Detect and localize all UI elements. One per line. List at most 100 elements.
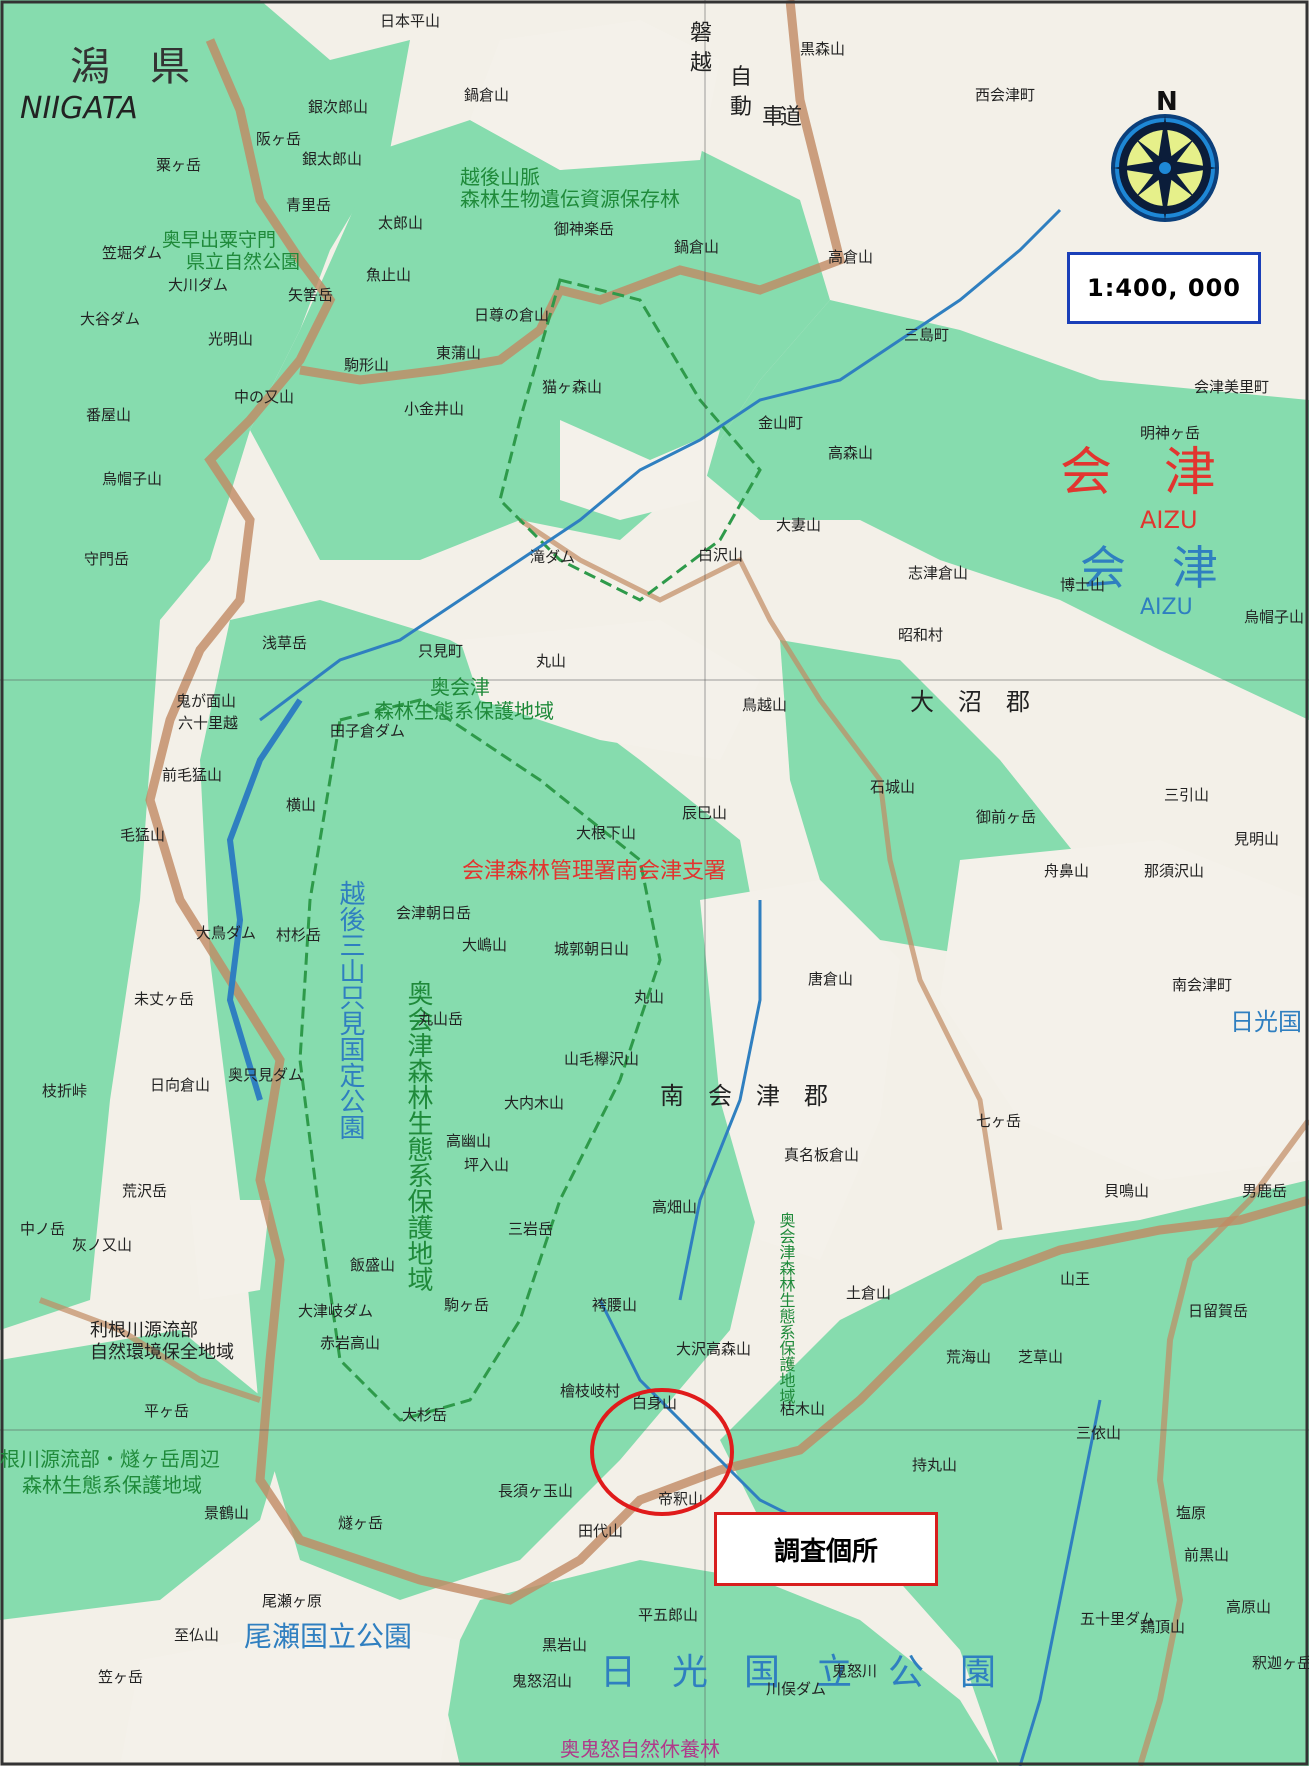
- place-taishaku: 帝釈山: [658, 1490, 703, 1508]
- place-sanin: 三引山: [1164, 786, 1209, 804]
- expressway-label-1: 磐: [690, 21, 712, 46]
- place-nakanodake: 中ノ岳: [20, 1220, 65, 1238]
- place-komyo: 光明山: [208, 330, 253, 348]
- place-tsuchikura: 土倉山: [846, 1284, 891, 1302]
- place-kinugawa: 鬼怒沼山: [512, 1672, 572, 1690]
- place-shirosawa: 白沢山: [698, 546, 743, 564]
- place-hiuchi: 灰ノ又山: [72, 1236, 132, 1254]
- place-ookamui: 大嶋山: [462, 936, 507, 954]
- place-yagura: 矢筈岳: [288, 286, 333, 304]
- vertical-labels: 越後三山只見国定公園 奥会津森林生態系保護地域 奥会津森林生態系保護地域: [335, 880, 796, 1404]
- place-hinoe: 檜枝岐村: [560, 1382, 620, 1400]
- place-hashinabe: 鍋倉山: [464, 86, 509, 104]
- place-hinatakura: 日向倉山: [150, 1076, 210, 1094]
- tone-eco-label-2: 森林生態系保護地域: [22, 1473, 202, 1497]
- place-maeguro: 前黒山: [1184, 1546, 1229, 1564]
- place-komagatake: 駒ヶ岳: [444, 1296, 489, 1314]
- aizu-inner-boundary: [518, 517, 1003, 1231]
- place-hiuchigatake: 燧ヶ岳: [338, 1514, 383, 1532]
- expressway-label-2: 越: [690, 51, 712, 76]
- place-koganei: 小金井山: [404, 400, 464, 418]
- place-hakamagoshi: 袴腰山: [592, 1296, 637, 1314]
- place-tadami: 只見町: [418, 642, 463, 660]
- prefecture-boundary: [145, 38, 1309, 1605]
- place-kaseimon: 未丈ヶ岳: [134, 990, 194, 1008]
- place-shibakusa: 芝草山: [1018, 1348, 1063, 1366]
- place-gintaro: 銀太郎山: [302, 150, 362, 168]
- expressway-label-3: 自: [730, 65, 752, 90]
- place-ohira: 大川ダム: [168, 276, 228, 294]
- kinu-river: [1018, 1399, 1102, 1766]
- place-shizu: 志津倉山: [908, 564, 968, 582]
- place-jimaru: 持丸山: [912, 1456, 957, 1474]
- place-takasho: 高幽山: [446, 1132, 491, 1150]
- scale-label: 1:400, 000: [1067, 252, 1261, 324]
- place-kuriya: 粟ヶ岳: [156, 156, 201, 174]
- place-taro: 太郎山: [378, 214, 423, 232]
- place-takisato: 滝ダム: [530, 548, 575, 566]
- area-labels: 越後山脈 森林生物遺伝資源保存林 奥早出粟守門 県立自然公園 奥会津 森林生態系…: [0, 165, 726, 1761]
- tone-eco-label-1: 根川源流部・燧ヶ岳周辺: [0, 1447, 220, 1471]
- place-sanno: 山王: [1060, 1270, 1090, 1288]
- place-ishijiro: 石城山: [870, 778, 915, 796]
- place-ohnai: 大内木山: [504, 1094, 564, 1112]
- place-kawamata: 川俣ダム: [766, 1680, 826, 1698]
- oze-label: 尾瀬国立公園: [244, 1620, 412, 1653]
- compass-icon: N: [1111, 87, 1219, 222]
- place-omina: 大妻山: [776, 516, 821, 534]
- place-sakaiyama: 三依山: [1076, 1424, 1121, 1442]
- place-marusanyama: 丸山岳: [418, 1010, 463, 1028]
- place-hiraiwa: 平五郎山: [638, 1606, 698, 1624]
- place-komagata: 駒形山: [344, 356, 389, 374]
- okuaizu-vertical-small: 奥会津森林生態系保護地域: [777, 1212, 796, 1404]
- forest-south: [440, 1560, 1000, 1766]
- place-tsubonyuu: 坪入山: [464, 1156, 509, 1174]
- place-takahara: 高原山: [1226, 1598, 1271, 1616]
- onuma-gun-label: 大 沼 郡: [910, 688, 1030, 716]
- region-labels: 潟 県 NIIGATA 会 津 AIZU 会 津 AIZU 大 沼 郡 南 会 …: [20, 44, 1302, 1693]
- minamiaizu-gun-label: 南 会 津 郡: [660, 1082, 828, 1110]
- place-hirugatake: 鶏頂山: [1140, 1618, 1185, 1636]
- forest-east-north: [700, 300, 1309, 720]
- forest-west: [0, 0, 410, 1330]
- place-gojuri: 五十里ダム: [1080, 1610, 1155, 1628]
- echigo-forest-label-1: 越後山脈: [460, 165, 540, 189]
- aizu-en-label-red: AIZU: [1140, 506, 1198, 534]
- clearings: [120, 20, 1309, 1766]
- forest-southeast: [720, 1180, 1309, 1766]
- place-nanatsugatake: 七ヶ岳: [976, 1112, 1021, 1130]
- place-hirayama: 日本平山: [380, 12, 440, 30]
- place-mizusawa: 丸山: [536, 652, 566, 670]
- okuaizu-vertical: 奥会津森林生態系保護地域: [403, 980, 433, 1292]
- place-kurotani: 黒岩山: [542, 1636, 587, 1654]
- nikko-boundary: [38, 1297, 261, 1403]
- place-hiwada: 日留賀岳: [1188, 1302, 1248, 1320]
- place-karakura: 唐倉山: [808, 970, 853, 988]
- place-labels: 日本平山 銀次郎山 黒森山 西会津町 粟ヶ岳 阪ヶ岳 銀太郎山 青里岳 太郎山 …: [20, 12, 1309, 1698]
- place-asakusa: 浅草岳: [262, 634, 307, 652]
- okuhaya-label-2: 県立自然公園: [186, 251, 300, 273]
- place-aizuasahi: 会津朝日岳: [396, 904, 471, 922]
- place-tatsumi: 辰巳山: [682, 804, 727, 822]
- place-sanmyo: 山毛欅沢山: [564, 1050, 639, 1068]
- place-nasusawa: 那須沢山: [1144, 862, 1204, 880]
- place-aizu-misato: 会津美里町: [1194, 378, 1269, 396]
- place-murasugi: 村杉岳: [276, 926, 321, 944]
- place-minami-aizu: 南会津町: [1172, 976, 1232, 994]
- place-tagokura: 田子倉ダム: [330, 722, 405, 740]
- survey-location-circle: [590, 1388, 734, 1516]
- place-morikado: 守門岳: [84, 550, 129, 568]
- forest-office-label: 会津森林管理署南会津支署: [462, 859, 726, 884]
- place-kanyoji: 荒海山: [946, 1348, 991, 1366]
- place-yomi: 魚止山: [366, 266, 411, 284]
- road-labels: 磐 越 自 動 車 道: [690, 21, 802, 130]
- place-okuni: 大谷ダム: [80, 310, 140, 328]
- scale-text: 1:400, 000: [1087, 274, 1241, 302]
- place-maekeyama: 前毛猛山: [162, 766, 222, 784]
- nikko-park-label: 日 光 国 立 公 園: [600, 1652, 996, 1693]
- nikko-label: 日光国: [1230, 1008, 1302, 1036]
- place-okutadami: 奥只見ダム: [228, 1066, 303, 1084]
- aizu-label-red: 会 津: [1060, 443, 1216, 503]
- place-kurumori: 黒森山: [800, 40, 845, 58]
- okukinu-label: 奥鬼怒自然休養林: [560, 1737, 720, 1761]
